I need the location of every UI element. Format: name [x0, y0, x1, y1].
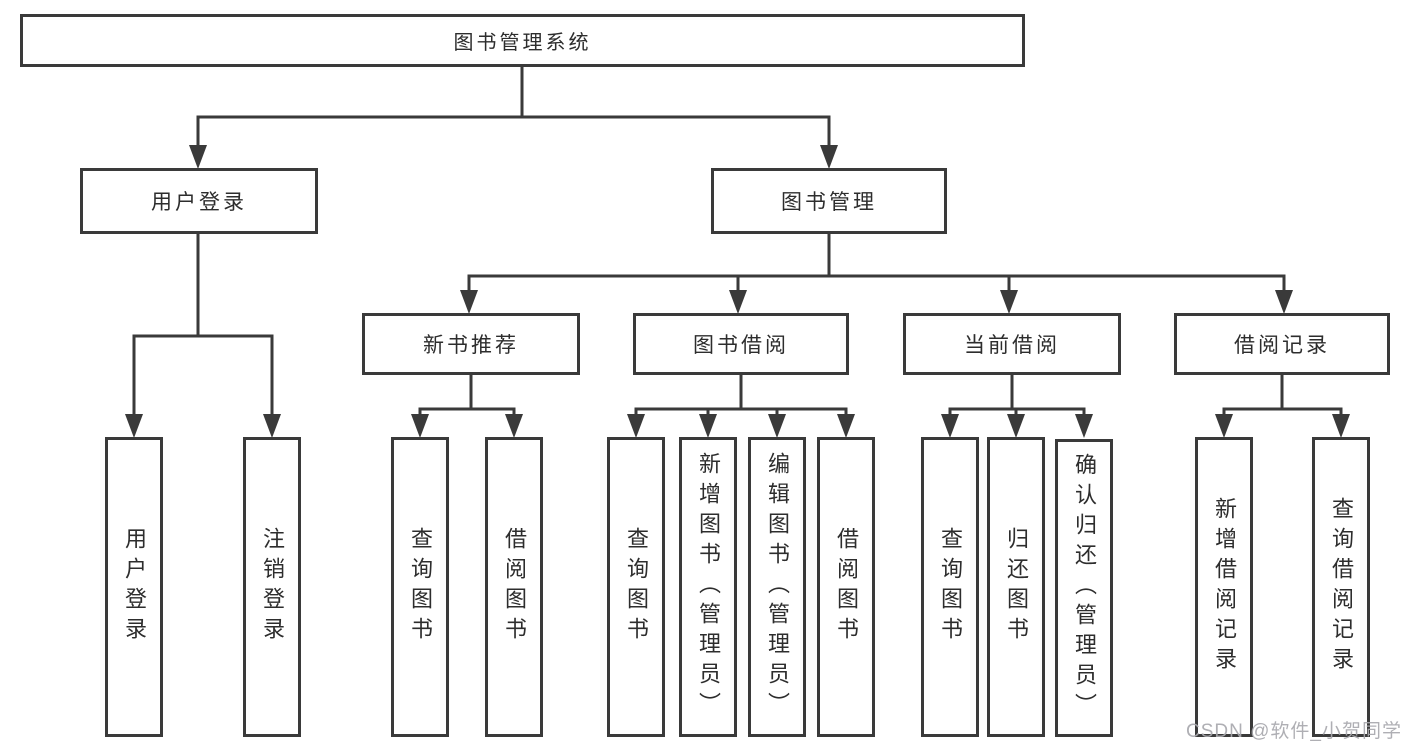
connector-line: [132, 67, 1343, 418]
node-label: 新增图书（管理员）: [696, 452, 721, 722]
node-label: 查询图书: [408, 527, 433, 647]
node-label: 新书推荐: [423, 334, 519, 357]
node-root: 图书管理系统: [20, 14, 1025, 67]
node-user-login: 用户登录: [80, 168, 318, 234]
node-new-book-recommend: 新书推荐: [362, 313, 580, 375]
node-book-borrow: 图书借阅: [633, 313, 849, 375]
leaf-logout: 注销登录: [243, 437, 301, 737]
leaf-add-borrow-record: 新增借阅记录: [1195, 437, 1253, 737]
node-label: 图书管理: [781, 191, 877, 214]
watermark: CSDN @软件_小贺同学: [1186, 721, 1402, 742]
leaf-borrow-books-recommend: 借阅图书: [485, 437, 543, 737]
node-label: 查询图书: [624, 527, 649, 647]
leaf-borrow-books: 借阅图书: [817, 437, 875, 737]
leaf-user-login: 用户登录: [105, 437, 163, 737]
leaf-query-books-current: 查询图书: [921, 437, 979, 737]
node-label: 注销登录: [260, 527, 285, 647]
node-borrow-records: 借阅记录: [1174, 313, 1390, 375]
node-book-management: 图书管理: [711, 168, 947, 234]
leaf-query-borrow-record: 查询借阅记录: [1312, 437, 1370, 737]
node-label: 图书借阅: [693, 334, 789, 357]
node-label: 确认归还（管理员）: [1072, 453, 1097, 723]
node-label: 当前借阅: [964, 334, 1060, 357]
node-label: 查询图书: [938, 527, 963, 647]
node-label: 用户登录: [151, 191, 247, 214]
node-label: 查询借阅记录: [1329, 497, 1354, 677]
node-label: 图书管理系统: [453, 32, 592, 54]
node-label: 借阅图书: [502, 527, 527, 647]
leaf-confirm-return-admin: 确认归还（管理员）: [1055, 439, 1113, 737]
node-current-borrow: 当前借阅: [903, 313, 1121, 375]
node-label: 借阅图书: [834, 527, 859, 647]
arrow-down-icon: [125, 145, 1350, 438]
node-label: 借阅记录: [1234, 334, 1330, 357]
node-label: 新增借阅记录: [1212, 497, 1237, 677]
node-label: 用户登录: [122, 527, 147, 647]
leaf-query-books-borrow: 查询图书: [607, 437, 665, 737]
node-label: 归还图书: [1004, 527, 1029, 647]
leaf-add-books-admin: 新增图书（管理员）: [679, 437, 737, 737]
leaf-query-books-recommend: 查询图书: [391, 437, 449, 737]
node-label: 编辑图书（管理员）: [765, 452, 790, 722]
leaf-edit-books-admin: 编辑图书（管理员）: [748, 437, 806, 737]
leaf-return-books: 归还图书: [987, 437, 1045, 737]
